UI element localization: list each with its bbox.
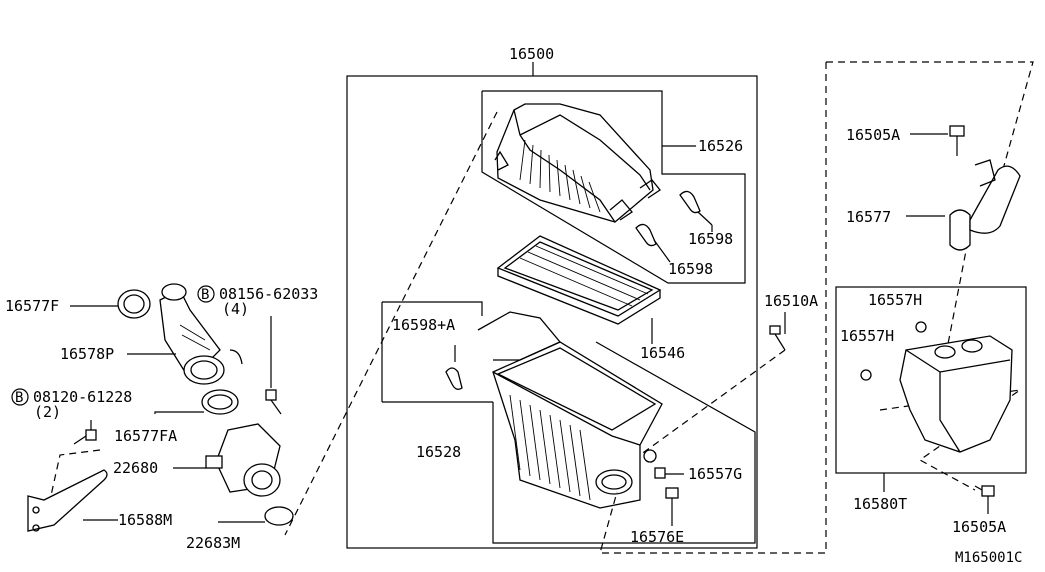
label-16557h-a: 16557H [868,291,922,309]
clip-16598-upper [679,190,713,232]
label-16577f: 16577F [5,297,59,315]
air-cleaner-lower-case [477,311,663,509]
label-16557h-b: 16557H [840,327,894,345]
label-bolt-08156-qty: (4) [222,300,249,318]
label-16598-lower: 16598 [668,260,713,278]
clip-16598-lower [635,223,671,263]
resonator-body-16580t [860,321,1013,492]
label-16528: 16528 [416,443,461,461]
clip-16576e [665,487,679,526]
label-16510a: 16510A [764,292,818,310]
bolt-16505a-upper [910,125,965,156]
bolt-16510a [769,312,786,351]
bolt-marker-2: B [11,388,29,406]
dashed-routing-lines [49,61,1034,554]
label-16580t: 16580T [853,495,907,513]
clamp-16577f [70,289,151,319]
air-cleaner-upper-cover [494,103,661,223]
resonator-frame [835,286,1027,474]
label-16577fa: 16577FA [114,427,177,445]
label-bolt-08120: 08120-61228 [33,388,132,406]
grommet-16557g [643,449,684,479]
label-22683m: 22683M [186,534,240,552]
label-16598-upper: 16598 [688,230,733,248]
diagram-id: M165001C [955,550,1022,566]
gasket-22683m [218,506,294,526]
adapter-22680 [173,423,281,497]
label-16576e: 16576E [630,528,684,546]
clamp-16577fa [154,389,239,415]
label-16557g: 16557G [688,465,742,483]
label-bolt-08156: 08156-62033 [219,285,318,303]
air-filter-element [496,235,662,344]
duct-16578p [127,283,243,385]
label-bolt-08120-qty: (2) [34,403,61,421]
label-16577: 16577 [846,208,891,226]
label-16505a-lower: 16505A [952,518,1006,536]
label-22680: 22680 [113,459,158,477]
bracket-16588m [27,469,118,532]
resonator-duct-16577 [906,159,1021,251]
label-16500: 16500 [509,45,554,63]
bolt-08120 [73,420,97,445]
clip-16598a [445,345,463,390]
lower-case-frame [381,301,756,544]
bolt-08156 [265,316,282,415]
bolt-16505a-lower [974,485,995,514]
label-16598a: 16598+A [392,316,455,334]
bolt-marker-letter: B [201,287,209,303]
upper-cover-frame [481,90,746,284]
bolt-marker-letter: B [15,390,23,406]
label-16546: 16546 [640,344,685,362]
bolt-marker-1: B [197,285,215,303]
label-16578p: 16578P [60,345,114,363]
label-16526: 16526 [698,137,743,155]
label-16588m: 16588M [118,511,172,529]
main-assembly-frame [346,62,758,549]
label-16505a-upper: 16505A [846,126,900,144]
